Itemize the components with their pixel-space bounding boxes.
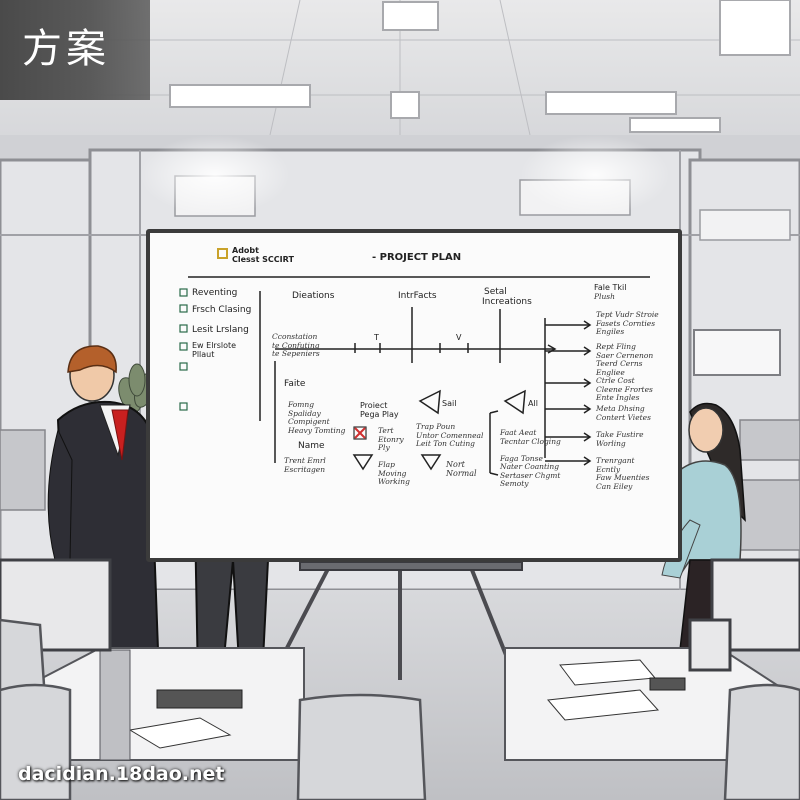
logo-icon bbox=[217, 248, 228, 259]
project-item-1: Tert Etonry Ply bbox=[378, 426, 404, 452]
diagram-triangles bbox=[352, 389, 526, 471]
note-fomng: Fomng Spaliday Compigent Heavy Tomting bbox=[288, 400, 346, 435]
title-banner: 方案 bbox=[0, 0, 150, 100]
note-name: Name bbox=[298, 441, 325, 451]
checklist-item-1: Reventing bbox=[192, 288, 238, 298]
board-title: - PROJECT PLAN bbox=[372, 252, 462, 263]
axis-mark-t: T bbox=[374, 333, 379, 342]
col-header-4a: Fale Tkil bbox=[594, 283, 627, 292]
site-watermark: dacidian.18dao.net bbox=[18, 763, 225, 785]
front-left-desk bbox=[0, 647, 305, 761]
checklist-checkboxes bbox=[179, 288, 188, 411]
right-list-item-5: Take Fustire Worling bbox=[596, 430, 644, 448]
whiteboard-diagram-lines bbox=[179, 248, 650, 476]
spotlight-right bbox=[520, 135, 670, 215]
right-list-item-2: Rept Fling Saer Cernenon Teerd Cerns Eng… bbox=[596, 342, 654, 377]
all-label: All bbox=[528, 399, 538, 408]
project-block-title: Proiect Pega Play bbox=[360, 401, 399, 419]
sail-label: Sail bbox=[442, 399, 457, 408]
checklist-item-2: Frsch Clasing bbox=[192, 305, 252, 315]
red-x-checkbox bbox=[353, 426, 367, 440]
note-faite: Faite bbox=[284, 379, 306, 389]
col-header-1: Dieations bbox=[292, 291, 335, 301]
monitors bbox=[0, 558, 800, 672]
col-header-3a: Setal bbox=[484, 287, 507, 297]
col-header-4b: Plush bbox=[594, 292, 615, 301]
note-constation: Cconstation te Confuting te Sepeniers bbox=[272, 332, 320, 358]
chairs bbox=[0, 618, 800, 800]
col-header-2: IntrFacts bbox=[398, 291, 437, 301]
sail-note: Trap Poun Untor Comenneal Leit Ton Cutin… bbox=[416, 422, 484, 448]
front-right-desk bbox=[504, 647, 800, 761]
spotlight-left bbox=[140, 135, 290, 215]
right-list-item-1: Tept Vudr Stroie Fasets Cornties Engiles bbox=[596, 310, 659, 336]
logo-line1: Adobt bbox=[232, 246, 259, 255]
logo-line2: Clesst SCCIRT bbox=[232, 255, 294, 264]
whiteboard: Adobt Clesst SCCIRT - PROJECT PLAN Dieat… bbox=[146, 229, 682, 562]
right-list-item-4: Meta Dhsing Contert Vietes bbox=[596, 404, 651, 422]
right-list-item-3: Ctrle Cost Cleene Frortes Ente Ingles bbox=[596, 376, 653, 402]
banner-title: 方案 bbox=[22, 26, 110, 72]
nort-label: Nort Normal bbox=[446, 460, 477, 478]
wall-monitor bbox=[693, 329, 781, 376]
col-notes: Faat Aeat Tecntar Cloging Faga Tonse Nat… bbox=[500, 428, 561, 488]
note-trent: Trent Emrl Escritagen bbox=[284, 456, 326, 474]
right-list-item-6: Trenrgant Ecntly Faw Muenties Can Eiley bbox=[596, 456, 650, 491]
checklist-item-4: Ew Elrslote Pllaut bbox=[192, 341, 237, 359]
axis-mark-v: V bbox=[456, 333, 462, 342]
col-header-3b: Increations bbox=[482, 297, 532, 307]
project-item-2: Flap Moving Working bbox=[378, 460, 410, 486]
checklist-item-3: Lesit Lrslang bbox=[192, 325, 249, 335]
